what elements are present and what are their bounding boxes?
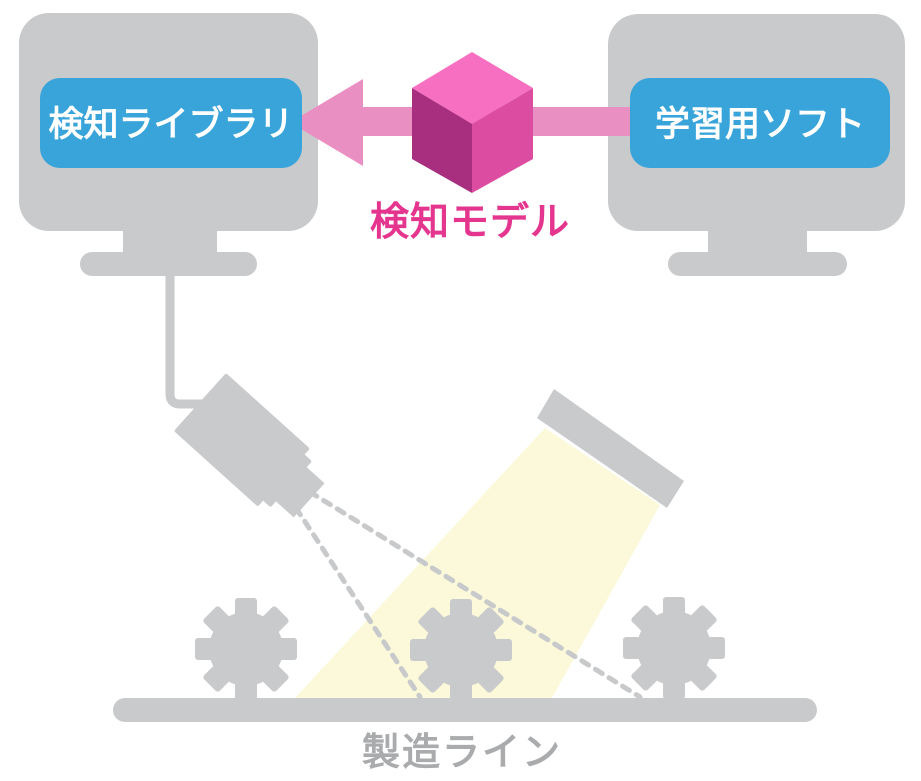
conveyor-bar (113, 698, 817, 722)
camera-body (174, 373, 310, 506)
training-software-label-text: 学習用ソフト (655, 104, 865, 144)
detection-library-label: 検知ライブラリ (40, 78, 302, 168)
camera-fov-line-right (307, 489, 643, 700)
light-beam (295, 428, 660, 698)
right-monitor-base (668, 252, 847, 276)
training-software-label-box (630, 78, 890, 168)
model-cube-icon (412, 52, 533, 193)
left-monitor-neck (123, 225, 217, 255)
arrow-head (290, 79, 363, 166)
model-cube-right-face (472, 88, 533, 193)
detection-library-label-box (40, 78, 302, 168)
gear-icon-middle (410, 599, 512, 701)
camera-fov-lines (293, 489, 643, 700)
camera-flange (262, 454, 312, 507)
model-cube-label-text: 検知モデル (370, 200, 570, 244)
right-monitor-neck (708, 225, 807, 255)
model-cube-top-face (412, 52, 533, 124)
light-bar-icon (537, 389, 684, 508)
inspection-camera-icon (174, 373, 325, 518)
gear-icon-right (623, 597, 725, 699)
training-software-label: 学習用ソフト (630, 78, 890, 168)
camera-cable (165, 274, 205, 409)
production-line-label-text: 製造ライン (362, 732, 562, 774)
model-cube-left-face (412, 88, 472, 193)
camera-lens (274, 465, 325, 518)
left-monitor-base (80, 252, 257, 276)
camera-fov-line-left (293, 505, 423, 700)
gear-icon-left (195, 598, 297, 700)
detection-library-label-text: 検知ライブラリ (48, 104, 293, 144)
